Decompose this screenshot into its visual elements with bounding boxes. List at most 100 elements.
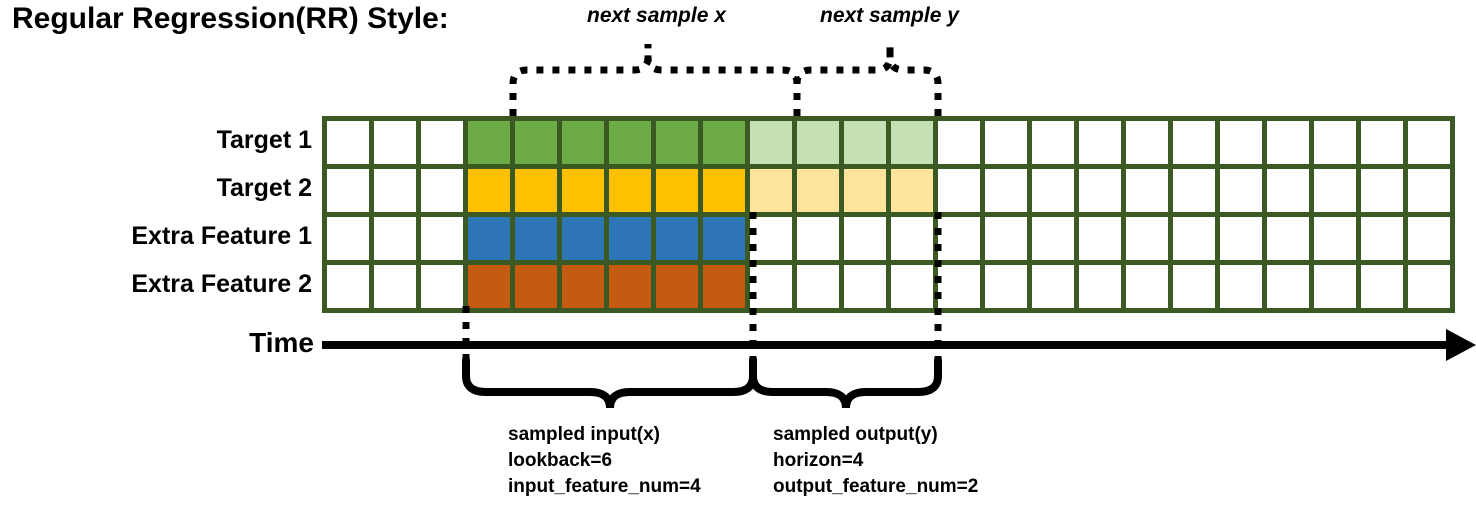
grid-cell [1267,169,1309,212]
grid-cell [750,217,792,260]
grid-cell [1361,169,1403,212]
grid-cell [468,217,510,260]
grid-cell [891,217,933,260]
grid-cell [1173,121,1215,164]
grid-cell [1408,169,1450,212]
grid-cell [1408,265,1450,308]
grid-cell [327,169,369,212]
grid-cell [515,169,557,212]
grid-cell [421,169,463,212]
grid-cell [797,121,839,164]
grid-cell [609,169,651,212]
page-title: Regular Regression(RR) Style: [12,2,449,35]
grid-cell [656,217,698,260]
grid-cell [985,217,1027,260]
grid-cell [421,121,463,164]
grid-cell [1220,169,1262,212]
grid-cell [562,265,604,308]
grid-cell [797,169,839,212]
grid-cell [609,265,651,308]
grid-cell [515,265,557,308]
row-label-extra-feature-2: Extra Feature 2 [131,270,312,298]
grid-cell [891,265,933,308]
grid-cell [374,121,416,164]
grid-cell [844,265,886,308]
grid-cell [844,121,886,164]
grid-cell [844,169,886,212]
input-desc-line1: sampled input(x) [508,424,661,445]
dotted-brace-next-sample-y [793,44,942,116]
grid-cell [562,217,604,260]
grid-cell [327,121,369,164]
grid-row-target-2 [327,169,1450,212]
caption-next-sample-x: next sample x [587,4,726,27]
grid-cell [938,217,980,260]
grid-cell [985,169,1027,212]
grid-cell [985,121,1027,164]
grid-cell [1126,217,1168,260]
grid-cell [985,265,1027,308]
grid-cell [1079,121,1121,164]
grid-cell [374,217,416,260]
grid-cell [1173,265,1215,308]
input-description: sampled input(x) lookback=6 input_featur… [508,422,701,500]
time-axis-arrow [322,329,1476,361]
grid-cell [1361,265,1403,308]
grid-cell [1079,169,1121,212]
grid-cell [1408,217,1450,260]
grid-row-target-1 [327,121,1450,164]
grid-cell [562,121,604,164]
brace-sampled-input [462,356,757,409]
grid-cell [1267,217,1309,260]
grid-cell [374,265,416,308]
grid-cell [421,265,463,308]
grid-cell [374,169,416,212]
grid-cell [656,121,698,164]
grid-cell [891,169,933,212]
grid-cell [844,217,886,260]
grid-row-extra-feature-1 [327,217,1450,260]
grid-cell [703,217,745,260]
grid-cell [1220,217,1262,260]
grid-cell [656,169,698,212]
grid-cell [515,121,557,164]
grid-cell [1126,265,1168,308]
output-desc-line3: output_feature_num=2 [773,476,979,497]
grid-cell [1126,121,1168,164]
grid-cell [797,265,839,308]
grid-cell [1173,169,1215,212]
caption-next-sample-y: next sample y [820,4,959,27]
grid-cell [703,121,745,164]
grid-cell [1173,217,1215,260]
grid-cell [609,217,651,260]
grid-cell [515,217,557,260]
grid-cell [1220,121,1262,164]
axis-label-time: Time [249,327,314,358]
grid-cell [1361,217,1403,260]
grid-cell [421,217,463,260]
grid-cell [1032,169,1074,212]
grid-row-extra-feature-2 [327,265,1450,308]
grid-cell [797,217,839,260]
grid-cell [703,169,745,212]
grid-cell [1079,265,1121,308]
grid-cell [327,217,369,260]
grid-cell [1314,169,1356,212]
grid-cell [938,169,980,212]
row-label-target-2: Target 2 [216,174,312,202]
grid-cell [938,265,980,308]
grid-cell [1032,217,1074,260]
input-desc-line3: input_feature_num=4 [508,476,701,497]
grid-cell [1220,265,1262,308]
grid-cell [562,169,604,212]
grid-cell [327,265,369,308]
brace-sampled-output [749,356,942,409]
grid-cell [703,265,745,308]
grid-cell [750,169,792,212]
grid-cell [750,265,792,308]
grid-cell [1032,121,1074,164]
timeline-grid [322,116,1455,313]
grid-cell [750,121,792,164]
input-desc-line2: lookback=6 [508,450,613,471]
